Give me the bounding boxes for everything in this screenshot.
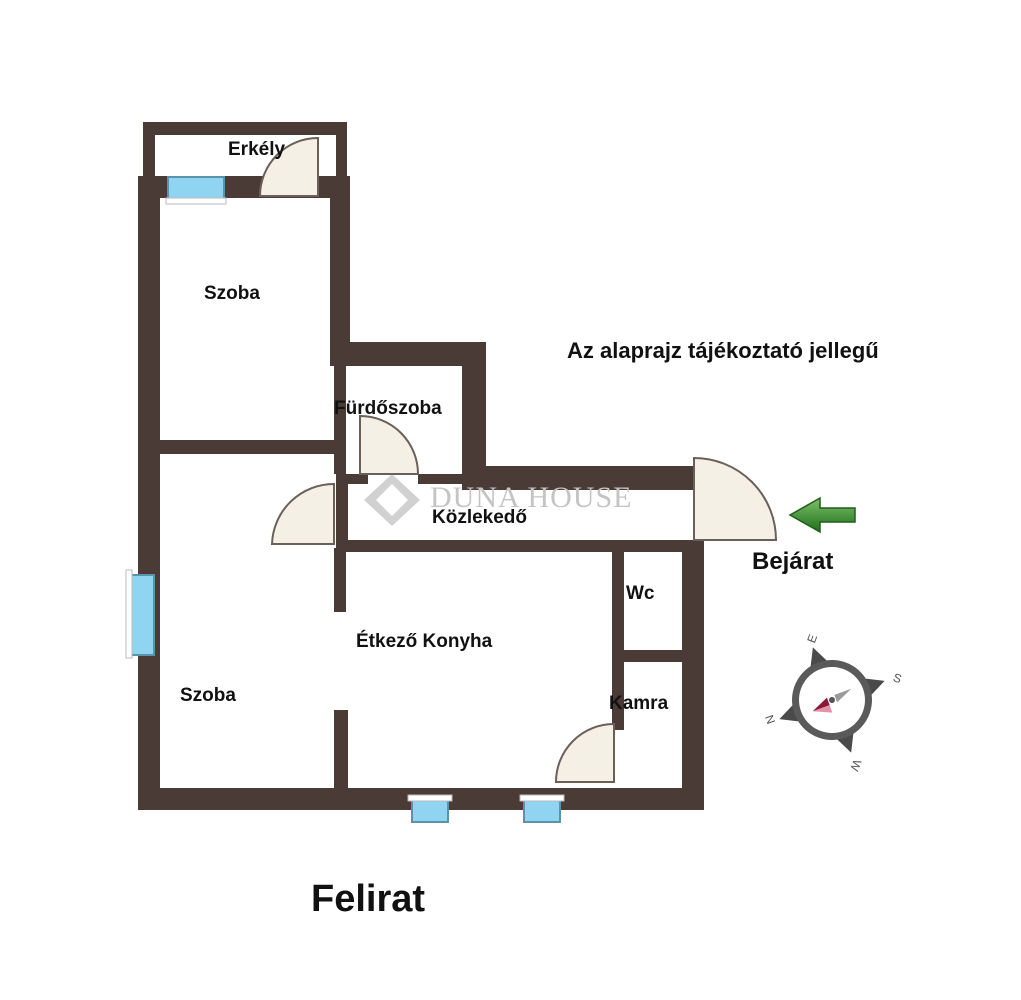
window-bottom-1 [407, 794, 453, 823]
wall-outer-right [682, 540, 704, 810]
wall-room-divider [160, 440, 336, 454]
wall-bath-right [462, 342, 486, 490]
balcony-wall-right [336, 122, 347, 184]
wall-room-right [330, 176, 350, 366]
wall-corridor-left [336, 474, 348, 548]
balcony-wall-top [143, 122, 347, 135]
room-label-kamra: Kamra [609, 693, 669, 714]
wall-bath-left [334, 366, 346, 474]
wall-kitchen-left-lower [334, 710, 348, 800]
compass-letters: E S W N [762, 632, 903, 773]
wall-corridor-inner-top2 [418, 474, 466, 484]
window-left [125, 569, 155, 659]
wall-wc-left [612, 552, 624, 730]
entrance-label: Bejárat [752, 548, 834, 575]
room-label-wc: Wc [626, 583, 655, 604]
room-label-furdoszoba: Fürdőszoba [334, 398, 442, 419]
room-label-erkely: Erkély [228, 139, 286, 160]
door-kamra [554, 722, 615, 783]
wall-bath-top [330, 342, 486, 366]
balcony-wall-left [143, 122, 155, 184]
window-top [165, 176, 227, 205]
compass-letter-s: S [891, 670, 903, 686]
wall-kitchen-left-upper [334, 548, 346, 612]
entrance-arrow [788, 496, 856, 534]
door-bathroom [359, 414, 420, 475]
compass-letter-w: W [847, 758, 864, 774]
watermark-text: DUNA HOUSE [430, 481, 633, 514]
wall-corridor-inner-top [346, 474, 368, 484]
wall-corridor-bottom [336, 540, 704, 552]
caption: Felirat [311, 878, 426, 920]
compass-letter-e: E [804, 632, 820, 644]
door-entrance [693, 456, 778, 541]
wall-outer-left [138, 176, 160, 810]
door-balcony [258, 136, 319, 197]
wall-wc-bottom [612, 650, 692, 662]
disclaimer-note: Az alaprajz tájékoztató jellegű [567, 338, 879, 363]
doors [258, 136, 778, 783]
window-bottom-2 [519, 794, 565, 823]
watermark-logo [364, 474, 420, 526]
room-label-kozlekedo: Közlekedő [432, 507, 528, 528]
room-label-szoba-bottom: Szoba [180, 685, 236, 706]
room-label-etkezo-konyha: Étkező Konyha [356, 631, 493, 652]
wall-corridor-top [462, 466, 694, 490]
room-label-szoba-top: Szoba [204, 283, 260, 304]
compass-letter-n: N [762, 713, 778, 726]
compass [779, 647, 885, 753]
windows [125, 176, 565, 823]
door-room-lower [270, 482, 335, 545]
